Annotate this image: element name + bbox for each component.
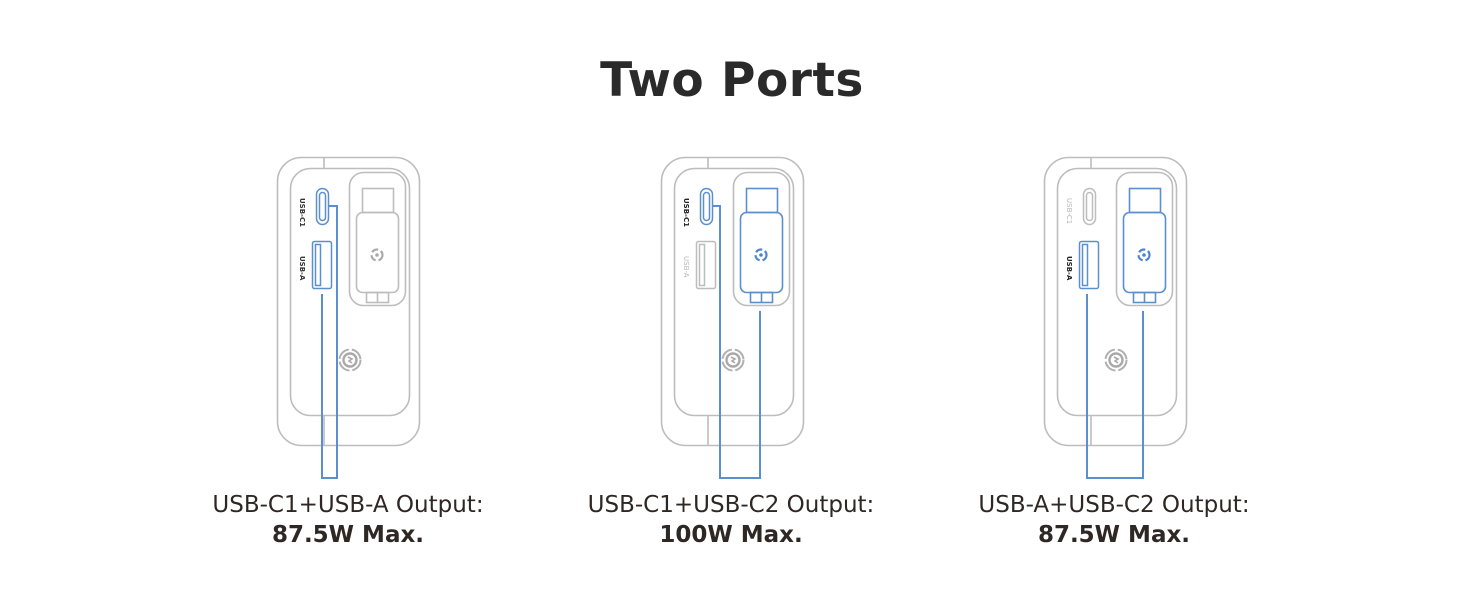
charger-illustration: USB-C1 USB-A: [660, 156, 805, 479]
usb-c1-port: [315, 187, 330, 226]
charger-illustration: USB-C1 USB-A: [276, 156, 421, 479]
panel-usb-a-usb-c2: USB-C1 USB-A USB-A+USB-C2 Output: 87.5W …: [767, 0, 1250, 600]
panel-usb-c1-usb-c2: USB-C1 USB-A USB-C1+USB-C2 Output: 100W …: [384, 0, 874, 600]
caption: USB-C1+USB-A Output: 87.5W Max.: [148, 490, 548, 550]
port-label-usb-c1: USB-C1: [1065, 198, 1073, 224]
cable-cavity: [1115, 171, 1174, 307]
usb-c1-port: [699, 187, 714, 226]
port-label-usb-c1: USB-C1: [682, 198, 690, 227]
caption-wattage: 100W Max.: [659, 522, 803, 548]
charger-body: [660, 156, 805, 447]
swirl-logo-icon: [1137, 248, 1151, 262]
usb-c1-port: [1082, 187, 1097, 226]
circular-arrows-power-icon: [338, 348, 362, 372]
usb-c2-cable-plug: [1122, 187, 1167, 304]
charger-face: [673, 167, 795, 417]
callout-lines: [321, 205, 338, 479]
cable-cavity: [732, 171, 791, 307]
caption-wattage: 87.5W Max.: [271, 522, 425, 548]
circular-arrows-power-icon: [721, 348, 745, 372]
usb-a-port: [311, 240, 333, 290]
usb-c2-cable-plug: [739, 187, 784, 304]
callout-lines: [713, 205, 761, 479]
caption: USB-C1+USB-C2 Output: 100W Max.: [531, 490, 931, 550]
caption-ports: USB-C1+USB-A Output:: [212, 492, 484, 518]
caption-ports: USB-C1+USB-C2 Output:: [587, 492, 875, 518]
swirl-logo-icon: [370, 248, 384, 262]
caption: USB-A+USB-C2 Output: 87.5W Max.: [914, 490, 1314, 550]
charger-illustration: USB-C1 USB-A: [1043, 156, 1188, 479]
circular-arrows-power-icon: [1104, 348, 1128, 372]
port-label-usb-a: USB-A: [298, 256, 306, 281]
panel-usb-c1-usb-a: USB-C1 USB-A USB-C1+USB-A Output: 87.5W …: [0, 0, 484, 600]
charger-body: [276, 156, 421, 447]
charger-face: [1056, 167, 1178, 417]
port-label-usb-c1: USB-C1: [298, 198, 306, 227]
caption-wattage: 87.5W Max.: [1037, 522, 1191, 548]
port-label-usb-a: USB-A: [1065, 256, 1073, 281]
swirl-logo-icon: [754, 248, 768, 262]
usb-c2-cable-plug: [355, 187, 400, 304]
cable-cavity: [348, 171, 407, 307]
page-title: Two Ports: [600, 53, 864, 108]
charger-face: [289, 167, 411, 417]
callout-lines: [1086, 294, 1144, 479]
caption-ports: USB-A+USB-C2 Output:: [978, 492, 1250, 518]
usb-a-port: [695, 240, 717, 290]
usb-a-port: [1078, 240, 1100, 290]
port-label-usb-a: USB-A: [682, 256, 690, 278]
charger-body: [1043, 156, 1188, 447]
